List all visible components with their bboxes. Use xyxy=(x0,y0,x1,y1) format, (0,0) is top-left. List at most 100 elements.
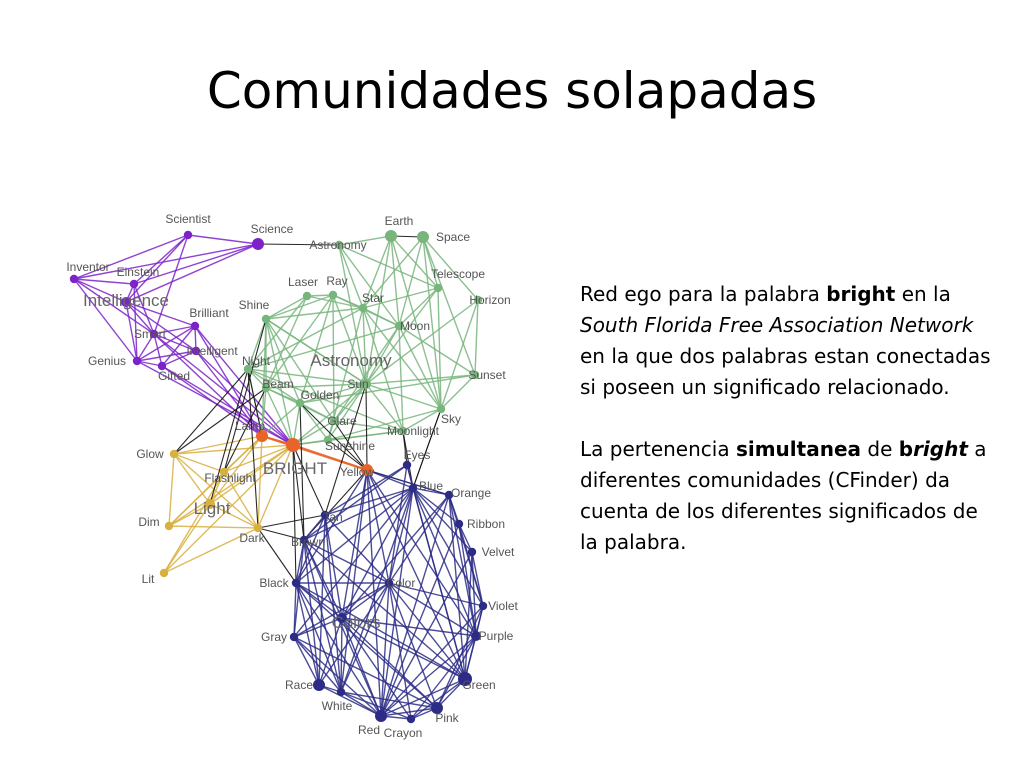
node-ribbon xyxy=(454,519,464,529)
edge-color-white xyxy=(340,582,390,693)
node-label-smart: Smart xyxy=(134,327,167,341)
edge-brown-race xyxy=(303,539,320,686)
edge-intelligence-brilliant xyxy=(125,301,196,327)
edge-color-crayon xyxy=(388,582,412,720)
edge-star-night xyxy=(247,307,364,370)
edge-gifted-lamp xyxy=(161,365,263,437)
node-tan xyxy=(320,510,330,520)
edge-gray-race xyxy=(293,636,320,686)
edge-dark-brown xyxy=(257,527,305,541)
node-red xyxy=(375,710,387,722)
edge-sun-bright xyxy=(292,383,367,446)
description-2-run: b xyxy=(898,437,914,461)
edge-sun-glare xyxy=(333,383,367,422)
edge-colors-purple xyxy=(341,617,477,637)
edge-moon-sky xyxy=(398,325,442,410)
edge-green-red xyxy=(380,678,466,717)
edge-purple-green xyxy=(464,635,477,680)
edge-sun-tan xyxy=(324,383,367,516)
node-golden xyxy=(295,398,305,408)
node-label-flashlight: Flashlight xyxy=(204,471,256,485)
edge-sky-moonlight xyxy=(402,408,442,432)
edge-lamp-yellow xyxy=(261,434,368,472)
edge-yellow-orange xyxy=(366,469,450,496)
edge-yellow-glare xyxy=(333,420,368,471)
node-dim xyxy=(164,521,174,531)
edge-night-moonlight xyxy=(247,368,404,432)
node-label-golden: Golden xyxy=(301,388,340,402)
node-beam xyxy=(261,383,271,393)
network-nodes xyxy=(69,230,488,724)
edge-intelligent-genius xyxy=(136,350,197,362)
edge-space-horizon xyxy=(422,236,479,301)
community-label-light: Light xyxy=(194,499,231,518)
edge-night-sun xyxy=(247,368,367,385)
edge-color-race xyxy=(318,582,390,686)
node-brown xyxy=(299,535,309,545)
edge-blue-purple xyxy=(412,487,477,637)
node-moonlight xyxy=(398,426,408,436)
node-label-purple: Purple xyxy=(479,629,514,643)
edge-star-sun xyxy=(362,307,367,385)
node-label-ray: Ray xyxy=(326,274,347,288)
community-label-intelligence: Intelligence xyxy=(83,291,169,310)
edge-star-shine xyxy=(265,307,364,320)
edge-green-crayon xyxy=(410,678,466,720)
edge-glare-moonlight xyxy=(333,420,404,432)
node-glow xyxy=(169,449,179,459)
edge-night-golden xyxy=(247,368,301,404)
community-label-bright: BRIGHT xyxy=(263,459,327,478)
edge-telescope-sun xyxy=(365,287,439,385)
edge-earth-star xyxy=(362,235,392,309)
edge-velvet-green xyxy=(464,551,473,680)
edge-scientist-inventor xyxy=(73,234,189,280)
edge-ray-shine xyxy=(265,294,334,320)
node-moon xyxy=(394,321,404,331)
edge-smart-intelligent xyxy=(153,333,197,352)
edge-black-pink xyxy=(295,582,438,709)
edge-color-violet xyxy=(388,582,484,607)
node-star xyxy=(358,303,368,313)
edge-laser-ray xyxy=(306,294,334,297)
node-ray xyxy=(328,290,338,300)
node-flashlight xyxy=(219,467,229,477)
edge-purple-pink xyxy=(436,635,477,709)
edge-velvet-red xyxy=(380,551,473,717)
edge-glow-beam xyxy=(173,387,267,455)
node-telescope xyxy=(433,283,443,293)
edge-brown-color xyxy=(303,539,390,584)
node-laser xyxy=(302,291,312,301)
edge-golden-sunshine xyxy=(299,402,329,441)
edge-blue-colors xyxy=(341,487,414,619)
node-space xyxy=(417,231,429,243)
edge-white-pink xyxy=(340,691,438,709)
edge-shine-glare xyxy=(265,318,335,422)
edge-sun-golden xyxy=(299,383,367,404)
edge-colors-red xyxy=(341,617,382,717)
node-label-sunshine: Sunshine xyxy=(325,439,375,453)
edge-space-moon xyxy=(398,236,424,327)
node-earth xyxy=(385,230,397,242)
edge-yellow-color xyxy=(366,469,390,584)
edge-blue-color xyxy=(388,487,414,584)
node-label-dark: Dark xyxy=(239,531,265,545)
node-label-pink: Pink xyxy=(435,711,459,725)
slide-description: Red ego para la palabra bright en la Sou… xyxy=(580,279,1000,589)
edge-scientist-science xyxy=(187,234,259,245)
edge-science-astronomytop xyxy=(257,243,340,246)
node-label-science: Science xyxy=(251,222,294,236)
edge-gray-red xyxy=(293,636,382,717)
node-label-lamp: Lamp xyxy=(235,419,265,433)
edge-astronomytop-moon xyxy=(338,244,400,327)
edge-orange-colors xyxy=(341,494,450,619)
node-yellow xyxy=(361,464,373,476)
edge-dim-dark xyxy=(168,525,259,529)
edge-white-red xyxy=(340,691,382,717)
node-crayon xyxy=(406,714,416,724)
edge-smart-genius xyxy=(136,333,155,362)
node-label-gray: Gray xyxy=(261,630,287,644)
description-1-run: en la xyxy=(895,282,951,306)
edge-horizon-sunset xyxy=(474,299,479,376)
edge-sunshine-yellow xyxy=(327,439,368,471)
edge-blue-violet xyxy=(412,487,484,607)
